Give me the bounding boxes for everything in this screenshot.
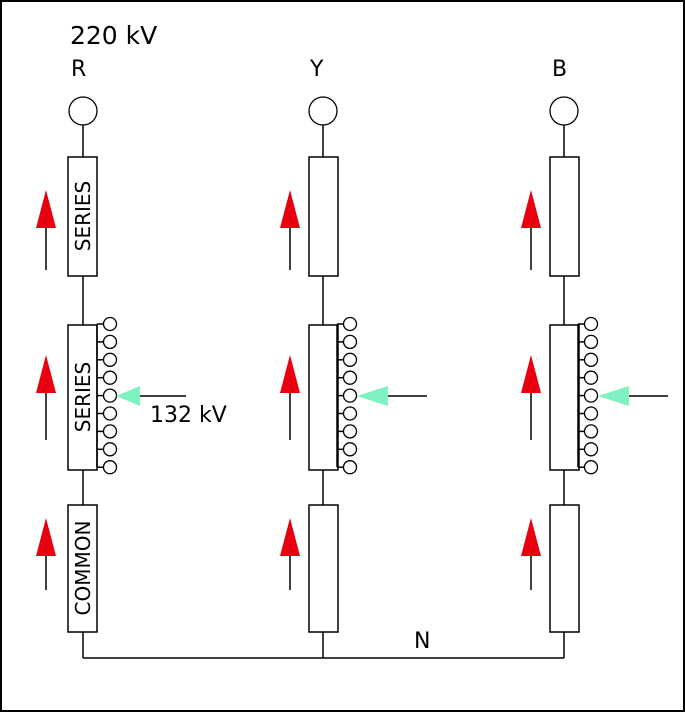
tap-point <box>583 442 599 457</box>
phase-r-series-label: SERIES <box>71 181 95 251</box>
tap-point <box>102 406 118 421</box>
current-arrow-icon <box>521 518 541 556</box>
phase-y: Y <box>280 57 427 658</box>
tap-point <box>342 460 358 475</box>
tap-point <box>583 370 599 385</box>
phase-b-terminal <box>549 96 579 126</box>
phase-b: B <box>521 57 668 658</box>
phase-b-common-winding <box>549 504 580 633</box>
phase-b-selector-arrow-icon <box>598 386 629 406</box>
phase-r-terminal <box>68 96 98 126</box>
current-arrow-icon <box>280 355 300 393</box>
current-arrow-icon <box>36 355 56 393</box>
tap-point <box>342 406 358 421</box>
current-arrow-icon <box>521 355 541 393</box>
tap-point <box>342 424 358 439</box>
tap-point <box>102 352 118 367</box>
phase-r-common-winding <box>67 504 98 633</box>
phase-y-label: Y <box>309 57 324 82</box>
phase-r-arrows <box>36 190 56 590</box>
tap-point <box>583 406 599 421</box>
phase-b-arrows <box>521 190 541 590</box>
tap-point <box>102 370 118 385</box>
phase-r-common-label: COMMON <box>71 521 95 616</box>
tap-point <box>102 316 118 332</box>
phase-r: R SERIES SERIES COMMON <box>36 57 186 658</box>
tap-point <box>342 352 358 367</box>
tap-point <box>583 424 599 439</box>
phase-r-selector-arrow-icon <box>116 386 140 406</box>
phase-y-common-winding <box>308 504 339 633</box>
phase-r-taps <box>96 316 118 475</box>
phase-y-terminal <box>308 96 338 126</box>
tap-point <box>102 334 118 350</box>
phase-b-series-winding <box>549 156 580 277</box>
phase-y-arrows <box>280 190 300 590</box>
phase-r-tapped-label: SERIES <box>71 362 95 432</box>
phase-r-label: R <box>71 57 86 82</box>
phase-y-selector-arrow-icon <box>357 386 388 406</box>
tap-point <box>342 334 358 350</box>
tap-point <box>583 388 599 403</box>
tap-point <box>342 442 358 457</box>
tap-point <box>102 424 118 439</box>
phase-b-label: B <box>552 57 567 82</box>
tap-point <box>342 316 358 332</box>
phase-y-series-winding <box>308 156 339 277</box>
current-arrow-icon <box>521 190 541 228</box>
voltage-220-label: 220 kV <box>70 21 157 50</box>
current-arrow-icon <box>36 518 56 556</box>
phase-y-taps <box>336 316 358 475</box>
tap-point <box>583 460 599 475</box>
neutral-label: N <box>414 629 430 654</box>
tap-voltage-label: 132 kV <box>150 403 227 428</box>
tap-point <box>342 370 358 385</box>
tap-point <box>102 460 118 475</box>
tap-point <box>102 388 118 403</box>
tap-point <box>342 388 358 403</box>
current-arrow-icon <box>36 190 56 228</box>
phase-b-tapped-winding <box>549 324 580 471</box>
tap-point <box>583 334 599 350</box>
tap-point <box>583 316 599 332</box>
current-arrow-icon <box>280 190 300 228</box>
tap-point <box>583 352 599 367</box>
current-arrow-icon <box>280 518 300 556</box>
phase-b-taps <box>577 316 599 475</box>
tap-point <box>102 442 118 457</box>
phase-y-tapped-winding <box>308 324 339 471</box>
